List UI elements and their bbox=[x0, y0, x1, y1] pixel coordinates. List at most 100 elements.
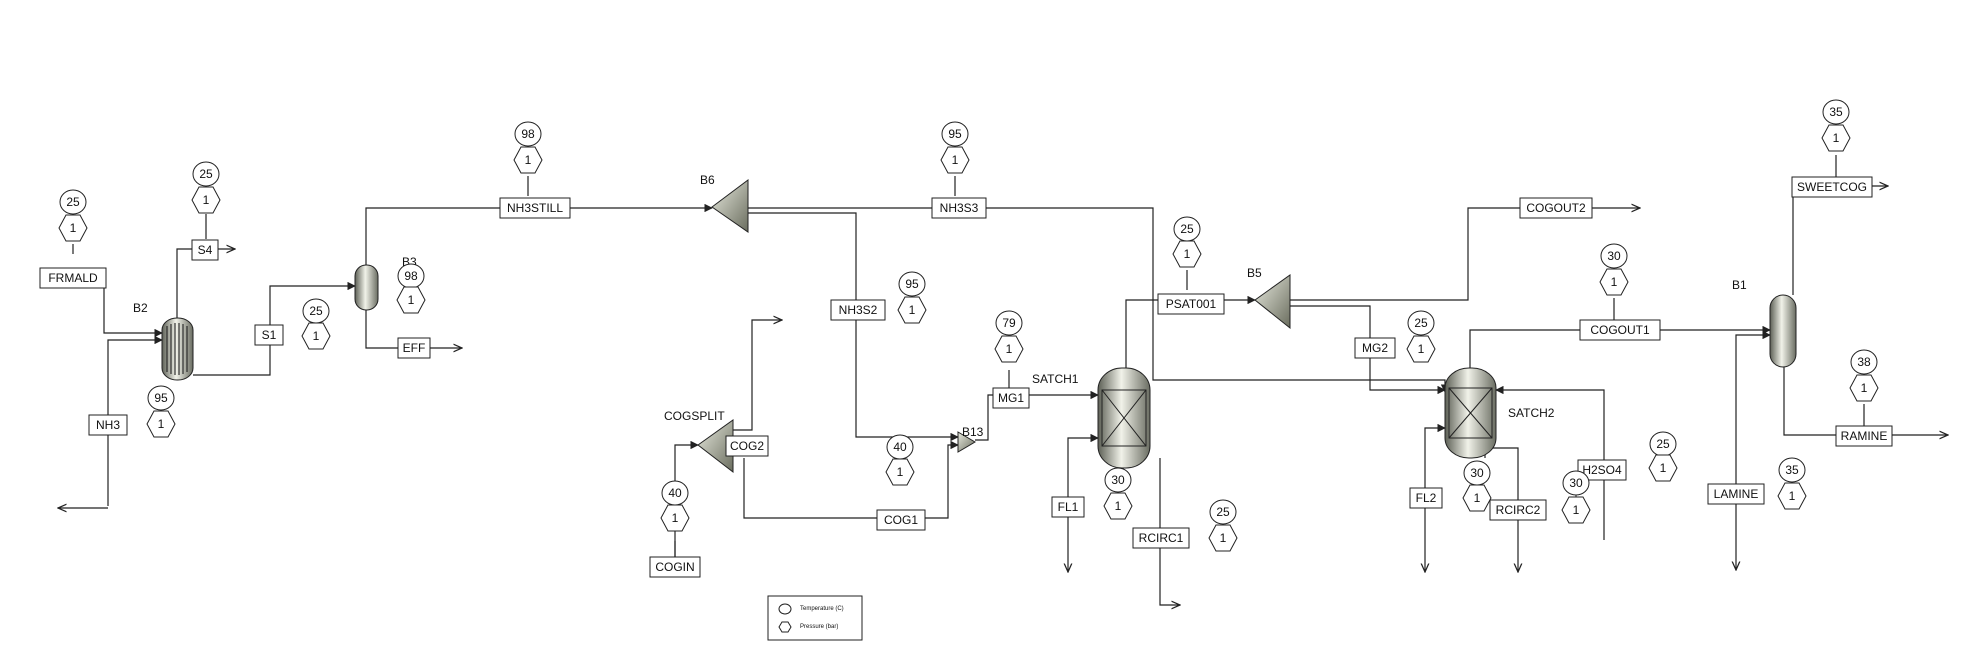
block-satch1[interactable]: SATCH1 bbox=[1032, 367, 1151, 469]
pressure-indicator bbox=[513, 146, 543, 174]
stream-line-ramine bbox=[1783, 362, 1836, 436]
b2-stripes bbox=[166, 323, 188, 375]
temperature-value: 95 bbox=[154, 391, 168, 405]
stream-tag-frmald[interactable]: FRMALD bbox=[39, 267, 107, 289]
stream-tag-label: LAMINE bbox=[1714, 487, 1759, 501]
stream-tag-box bbox=[725, 435, 769, 457]
stream-tag-s4[interactable]: S4 bbox=[191, 239, 219, 261]
indicator-mg2: 25 1 bbox=[1406, 310, 1436, 363]
stream-tag-sweetcog[interactable]: SWEETCOG bbox=[1791, 176, 1873, 198]
stream-tag-cogout2[interactable]: COGOUT2 bbox=[1519, 197, 1593, 219]
stream-tag-nh3still[interactable]: NH3STILL bbox=[499, 197, 571, 219]
pressure-value: 1 bbox=[313, 329, 320, 343]
indicator-cogout1: 301 bbox=[1599, 243, 1629, 296]
indicator-nh3s3: 951 bbox=[940, 121, 970, 174]
stream-tag-eff[interactable]: EFF bbox=[397, 337, 431, 359]
indicator-frmald: 251 bbox=[58, 189, 88, 242]
stream-tag-label: FL1 bbox=[1058, 500, 1079, 514]
stream-lines bbox=[58, 155, 1948, 605]
block-b1[interactable]: B1 bbox=[1732, 278, 1797, 368]
indicator-rcirc2: 301 bbox=[1561, 470, 1591, 524]
pressure-indicator bbox=[994, 335, 1024, 363]
stream-tag-mg1[interactable]: MG1 bbox=[992, 387, 1030, 409]
pressure-value: 1 bbox=[952, 153, 959, 167]
stream-line-fl2 bbox=[1424, 423, 1446, 563]
temperature-indicator bbox=[147, 385, 175, 411]
stream-tag-rcirc1[interactable]: RCIRC1 bbox=[1132, 527, 1190, 549]
pressure-indicator bbox=[1208, 524, 1238, 552]
satch2-packing bbox=[1448, 387, 1493, 439]
stream-tag-nh3[interactable]: NH3 bbox=[88, 414, 128, 436]
stream-tag-label: S4 bbox=[198, 243, 213, 257]
temperature-indicator bbox=[941, 121, 969, 147]
pressure-value: 1 bbox=[1611, 275, 1618, 289]
stream-tag-cogout1[interactable]: COGOUT1 bbox=[1579, 319, 1661, 341]
stream-tag-psat001[interactable]: PSAT001 bbox=[1157, 293, 1225, 315]
pressure-value: 1 bbox=[408, 293, 415, 307]
b3-vessel bbox=[354, 264, 379, 311]
stream-line-cog1 bbox=[743, 440, 959, 519]
stream-tag-mg2[interactable]: MG2 bbox=[1354, 337, 1396, 359]
indicator-nh3s2: 95 1 bbox=[897, 271, 927, 324]
b1-label: B1 bbox=[1732, 278, 1747, 292]
block-b5[interactable]: B5 bbox=[1247, 266, 1291, 330]
stream-line-h2so4 bbox=[1495, 385, 1605, 540]
indicator-eff: 981 bbox=[396, 263, 426, 314]
temperature-value: 95 bbox=[905, 277, 919, 291]
pressure-indicator bbox=[146, 410, 176, 438]
legend-pressure-label: Pressure (bar) bbox=[800, 624, 838, 630]
temperature-indicator bbox=[514, 121, 542, 147]
temperature-value: 25 bbox=[1414, 316, 1428, 330]
stream-tag-box bbox=[649, 556, 701, 578]
temperature-value: 30 bbox=[1470, 466, 1484, 480]
stream-tags: FRMALDNH3S4S1EFFNH3STILLNH3S2NH3S3COG2CO… bbox=[39, 176, 1893, 578]
pressure-indicator bbox=[1599, 268, 1629, 296]
pressure-indicator bbox=[1172, 240, 1202, 268]
temperature-value: 30 bbox=[1569, 476, 1583, 490]
stream-tag-h2so4[interactable]: H2SO4 bbox=[1577, 459, 1627, 481]
stream-tag-cog1[interactable]: COG1 bbox=[876, 509, 926, 531]
stream-tag-label: COG1 bbox=[884, 513, 918, 527]
stream-tag-s1[interactable]: S1 bbox=[254, 324, 284, 346]
stream-tag-cog2[interactable]: COG2 bbox=[725, 435, 769, 457]
pressure-value: 1 bbox=[1006, 342, 1013, 356]
stream-tag-nh3s2[interactable]: NH3S2 bbox=[830, 299, 886, 321]
temperature-value: 79 bbox=[1002, 316, 1016, 330]
pressure-value: 1 bbox=[1418, 342, 1425, 356]
stream-line-cogout1 bbox=[1469, 325, 1771, 368]
block-b13[interactable]: B13 bbox=[957, 425, 984, 453]
pressure-indicator bbox=[1777, 482, 1807, 510]
pressure-indicator bbox=[191, 186, 221, 214]
b13-mixer bbox=[957, 431, 976, 453]
stream-tag-label: S1 bbox=[262, 328, 277, 342]
block-cogsplit[interactable]: COGSPLIT bbox=[664, 409, 734, 474]
temperature-indicator bbox=[1407, 310, 1435, 336]
block-b6[interactable]: B6 bbox=[700, 173, 749, 233]
temperature-indicator bbox=[1822, 99, 1850, 125]
stream-tag-fl2[interactable]: FL2 bbox=[1409, 487, 1443, 509]
stream-tag-nh3s3[interactable]: NH3S3 bbox=[931, 197, 987, 219]
stream-tag-label: NH3STILL bbox=[507, 201, 563, 215]
pressure-indicator bbox=[1821, 124, 1851, 152]
satch1-packing bbox=[1101, 389, 1147, 447]
stream-tag-fl1[interactable]: FL1 bbox=[1051, 496, 1085, 518]
stream-tag-rcirc2[interactable]: RCIRC2 bbox=[1489, 499, 1547, 521]
stream-tag-ramine[interactable]: RAMINE bbox=[1835, 425, 1893, 447]
pressure-value: 1 bbox=[203, 193, 210, 207]
stream-line-frmald bbox=[103, 278, 163, 338]
stream-tag-lamine[interactable]: LAMINE bbox=[1707, 483, 1765, 505]
stream-tag-cogin[interactable]: COGIN bbox=[649, 556, 701, 578]
temperature-value: 40 bbox=[668, 486, 682, 500]
stream-tag-box bbox=[1489, 499, 1547, 521]
pressure-value: 1 bbox=[909, 303, 916, 317]
indicator-fl2: 301 bbox=[1462, 460, 1492, 512]
stream-tag-label: COGOUT1 bbox=[1590, 323, 1650, 337]
temperature-value: 25 bbox=[66, 195, 80, 209]
temperature-value: 35 bbox=[1829, 105, 1843, 119]
b1-vessel bbox=[1769, 294, 1797, 368]
block-satch2[interactable]: SATCH2 bbox=[1444, 367, 1555, 459]
pressure-indicator bbox=[1561, 496, 1591, 524]
stream-line-nh3 bbox=[107, 335, 163, 506]
block-b2[interactable]: B2 bbox=[133, 301, 194, 381]
stream-tag-box bbox=[1707, 483, 1765, 505]
